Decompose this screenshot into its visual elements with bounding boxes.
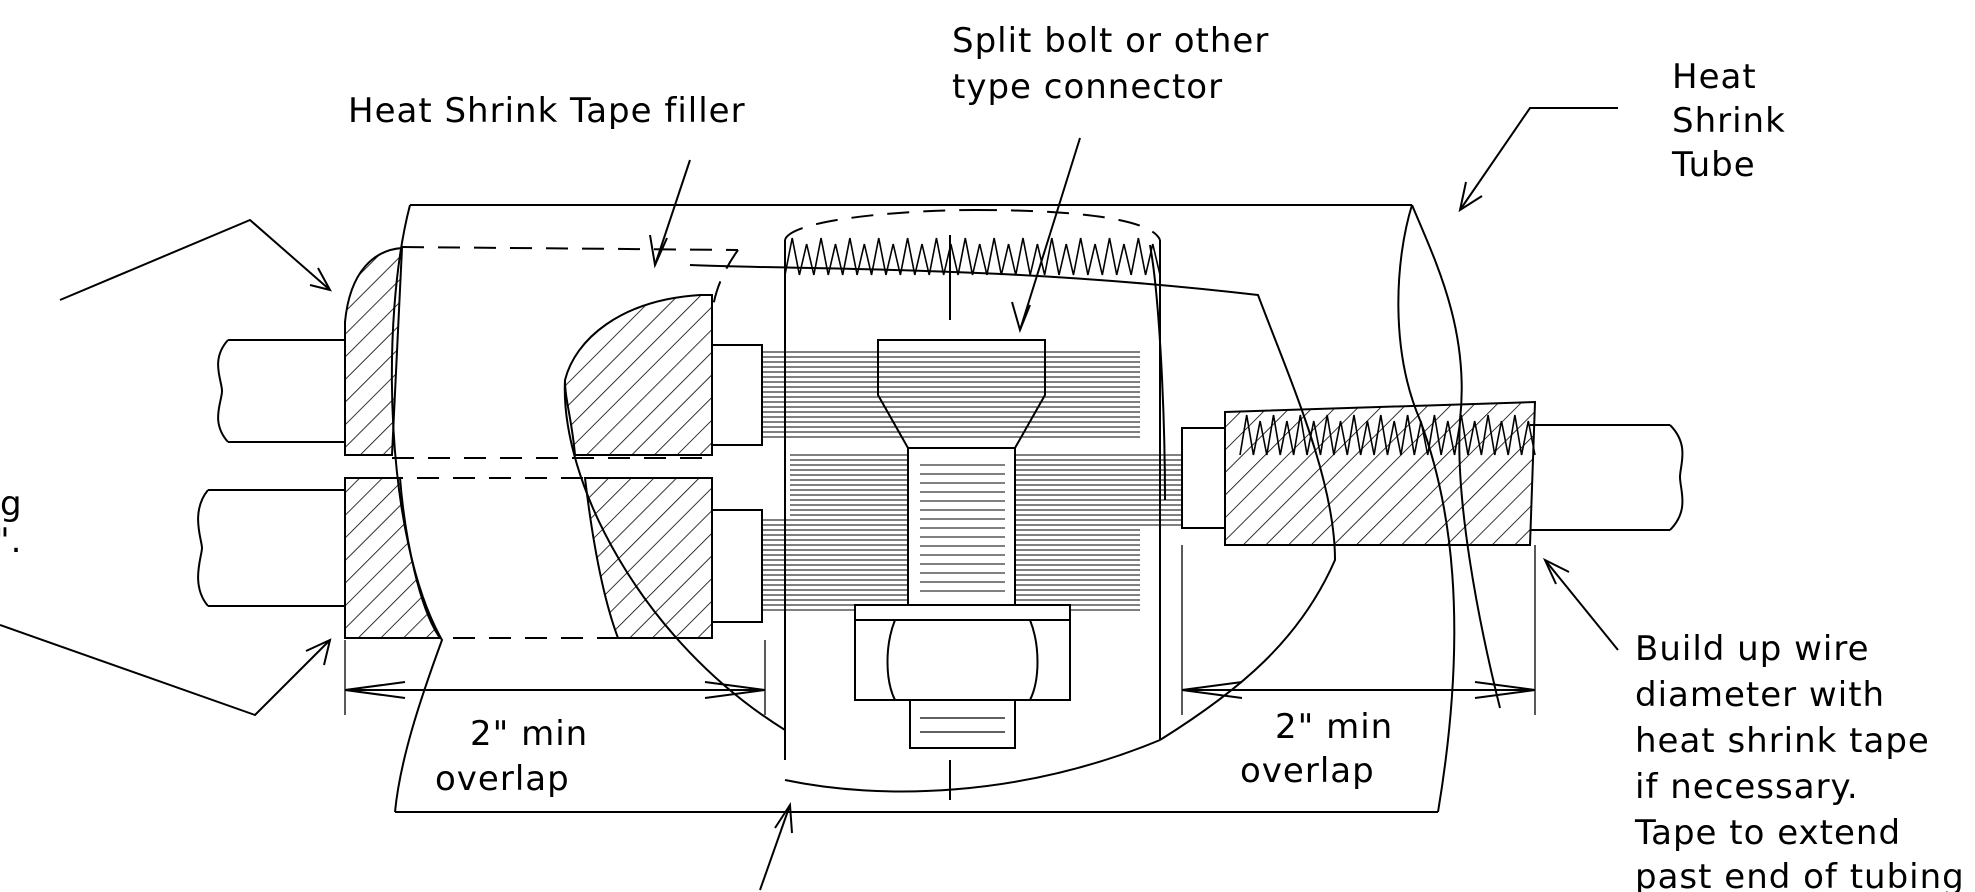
label-left-fragment-line1: g bbox=[0, 484, 23, 524]
label-buildup-line1: Build up wire bbox=[1635, 629, 1870, 669]
wire-ferrules bbox=[711, 344, 763, 623]
label-split-bolt-line2: type connector bbox=[952, 67, 1223, 107]
label-right-overlap-line1: 2" min bbox=[1275, 707, 1393, 747]
label-split-bolt-line1: Split bolt or other bbox=[952, 21, 1269, 61]
label-right-overlap-line2: overlap bbox=[1240, 751, 1375, 791]
left-upper-tape bbox=[344, 246, 404, 456]
label-tape-filler: Heat Shrink Tape filler bbox=[348, 91, 746, 131]
left-upper-wire bbox=[217, 322, 346, 455]
label-left-overlap-line2: overlap bbox=[435, 759, 570, 799]
label-buildup-line3: heat shrink tape bbox=[1635, 721, 1930, 761]
left-lower-tape bbox=[344, 477, 442, 639]
connector-housing bbox=[563, 209, 1337, 800]
tape-filler-outline bbox=[345, 246, 1530, 639]
right-wire bbox=[1530, 424, 1684, 531]
split-bolt-connector bbox=[854, 339, 1071, 749]
label-left-fragment-line2: ". bbox=[0, 521, 22, 561]
label-tube-line3: Tube bbox=[1671, 145, 1756, 185]
label-buildup-line5: Tape to extend bbox=[1634, 813, 1901, 853]
left-overlap-dimension bbox=[344, 640, 766, 715]
right-tape bbox=[1181, 400, 1537, 546]
left-lower-wire bbox=[197, 478, 346, 638]
zigzag-line bbox=[1239, 414, 1536, 456]
label-left-overlap-line1: 2" min bbox=[470, 714, 588, 754]
upper-strands bbox=[762, 351, 1140, 438]
label-buildup-line6: past end of tubing bbox=[1635, 857, 1965, 892]
label-buildup-line4: if necessary. bbox=[1635, 767, 1859, 807]
leader-lines bbox=[0, 107, 1619, 891]
label-buildup-line2: diameter with bbox=[1635, 675, 1885, 715]
label-tube-line2: Shrink bbox=[1672, 101, 1786, 141]
zigzag-line bbox=[784, 237, 1161, 276]
heat-shrink-tube bbox=[390, 204, 1501, 813]
label-tube-line1: Heat bbox=[1672, 57, 1757, 97]
zigzag-right bbox=[1239, 414, 1536, 456]
zigzag-top bbox=[784, 237, 1161, 276]
right-overlap-dimension bbox=[1181, 545, 1536, 715]
inner-upper-tape bbox=[563, 294, 713, 456]
inner-lower-tape bbox=[583, 477, 713, 639]
